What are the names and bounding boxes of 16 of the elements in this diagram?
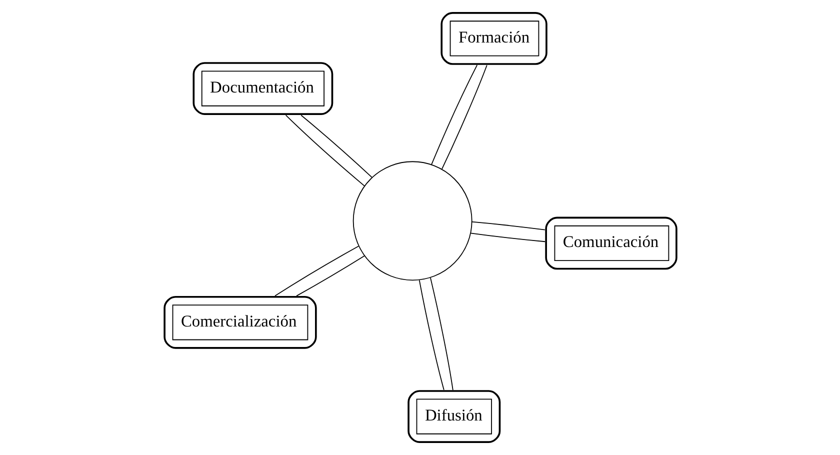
connector xyxy=(470,232,545,242)
connector xyxy=(441,64,487,170)
connector xyxy=(274,246,359,296)
node-circle xyxy=(352,161,472,281)
node-box: Comercialización xyxy=(163,296,316,349)
connector xyxy=(300,114,372,178)
node-box: Comunicación xyxy=(544,216,677,270)
connector xyxy=(470,221,545,230)
node-box: Difusión xyxy=(407,390,500,443)
connector xyxy=(418,280,444,390)
node-box: Documentación xyxy=(192,62,333,115)
node-box: Formación xyxy=(440,12,547,65)
connector xyxy=(284,114,365,186)
connector xyxy=(430,64,478,166)
connector xyxy=(430,277,453,391)
connector xyxy=(296,255,364,296)
